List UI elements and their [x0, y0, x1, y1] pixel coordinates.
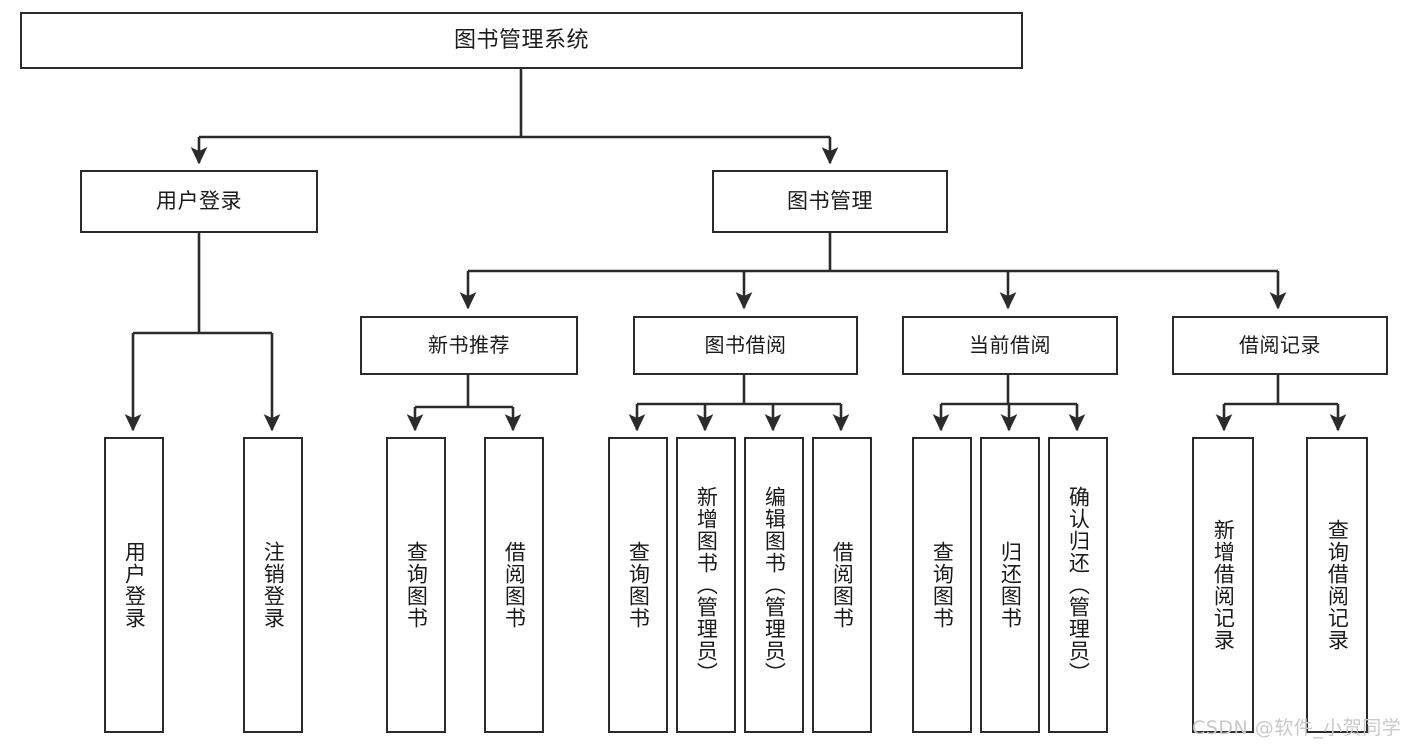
leaf-user-login-signin-label: 用户登录 — [122, 541, 147, 629]
leaf-book-borrow-borrow[interactable]: 借阅图书 — [812, 437, 872, 733]
leaf-book-borrow-add-label: 新增图书（管理员） — [694, 486, 719, 684]
node-borrow-record[interactable]: 借阅记录 — [1172, 316, 1388, 375]
node-new-book-recommend[interactable]: 新书推荐 — [360, 316, 578, 375]
leaf-current-borrow-confirm-return[interactable]: 确认归还（管理员） — [1048, 437, 1108, 733]
leaf-book-borrow-borrow-label: 借阅图书 — [830, 541, 855, 629]
node-new-book-recommend-label: 新书推荐 — [428, 333, 510, 357]
leaf-borrow-record-query-label: 查询借阅记录 — [1325, 519, 1350, 651]
node-user-login-label: 用户登录 — [156, 189, 242, 214]
leaf-book-borrow-query[interactable]: 查询图书 — [608, 437, 668, 733]
leaf-book-borrow-edit[interactable]: 编辑图书（管理员） — [744, 437, 804, 733]
leaf-current-borrow-query[interactable]: 查询图书 — [912, 437, 972, 733]
node-book-management-label: 图书管理 — [787, 189, 873, 214]
node-book-borrow[interactable]: 图书借阅 — [633, 316, 858, 375]
leaf-user-login-signout[interactable]: 注销登录 — [243, 437, 303, 733]
leaf-borrow-record-query[interactable]: 查询借阅记录 — [1306, 437, 1368, 733]
leaf-new-book-borrow[interactable]: 借阅图书 — [484, 437, 544, 733]
node-book-management[interactable]: 图书管理 — [712, 170, 948, 233]
leaf-book-borrow-edit-label: 编辑图书（管理员） — [762, 486, 787, 684]
leaf-new-book-query[interactable]: 查询图书 — [386, 437, 446, 733]
node-root-label: 图书管理系统 — [453, 27, 589, 53]
leaf-user-login-signin[interactable]: 用户登录 — [104, 437, 164, 733]
node-user-login[interactable]: 用户登录 — [80, 170, 318, 233]
leaf-borrow-record-add[interactable]: 新增借阅记录 — [1192, 437, 1254, 733]
leaf-book-borrow-query-label: 查询图书 — [626, 541, 651, 629]
leaf-current-borrow-return-label: 归还图书 — [998, 541, 1023, 629]
node-current-borrow[interactable]: 当前借阅 — [902, 316, 1118, 375]
leaf-borrow-record-add-label: 新增借阅记录 — [1211, 519, 1236, 651]
node-borrow-record-label: 借阅记录 — [1239, 333, 1321, 357]
leaf-user-login-signout-label: 注销登录 — [261, 541, 286, 629]
node-book-borrow-label: 图书借阅 — [704, 333, 787, 357]
leaf-book-borrow-add[interactable]: 新增图书（管理员） — [676, 437, 736, 733]
node-root-book-management-system[interactable]: 图书管理系统 — [20, 12, 1023, 69]
leaf-current-borrow-confirm-return-label: 确认归还（管理员） — [1066, 486, 1091, 684]
leaf-current-borrow-query-label: 查询图书 — [930, 541, 955, 629]
leaf-new-book-borrow-label: 借阅图书 — [502, 541, 527, 629]
leaf-current-borrow-return[interactable]: 归还图书 — [980, 437, 1040, 733]
node-current-borrow-label: 当前借阅 — [969, 333, 1051, 357]
leaf-new-book-query-label: 查询图书 — [404, 541, 429, 629]
